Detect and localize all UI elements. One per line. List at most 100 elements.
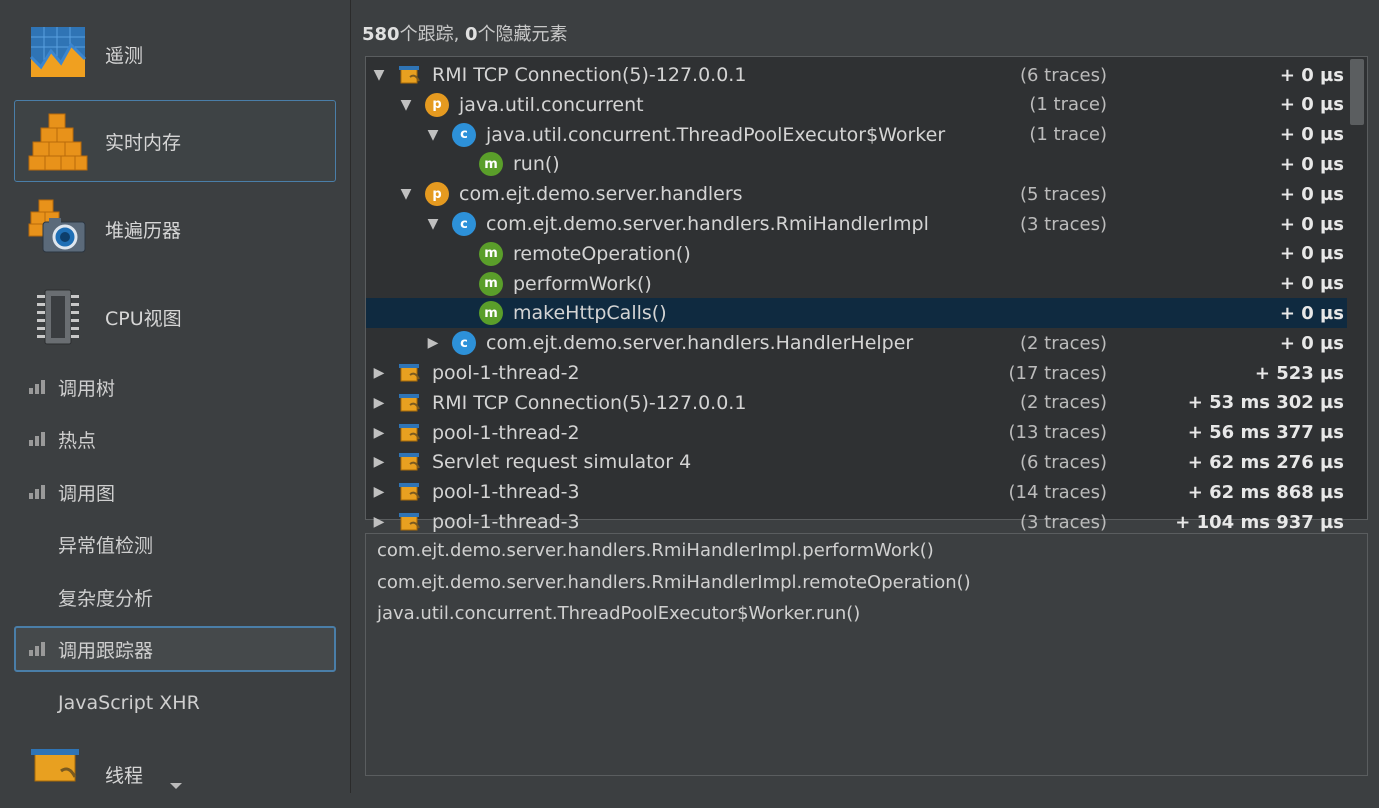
collapse-arrow-icon[interactable]: ▼ [427,126,439,143]
sidebar-item-complexity-analysis[interactable]: 复杂度分析 [14,574,336,620]
tree-row-label: run() [513,153,560,176]
sidebar-item-label: 调用图 [58,482,116,505]
sidebar-item-label: 遥测 [105,44,144,67]
tree-row-time: + 0 µs [1279,243,1344,265]
sidebar-item-javascript-xhr[interactable]: JavaScript XHR [14,680,336,726]
stack-line: java.util.concurrent.ThreadPoolExecutor$… [377,603,861,624]
sidebar-item-call-tracer[interactable]: 调用跟踪器 [14,626,336,672]
collapse-arrow-icon[interactable]: ▼ [400,186,412,203]
tree-row-label: makeHttpCalls() [513,302,667,325]
thread-icon [398,450,422,474]
tree-row[interactable]: ▶ c com.ejt.demo.server.handlers.HandlerHe… [366,328,1348,358]
thread-icon [398,63,422,87]
tree-row-time: + 0 µs [1279,332,1344,354]
tree-row-label: RMI TCP Connection(5)-127.0.0.1 [432,64,747,86]
package-icon: p [425,182,449,207]
thread-icon [398,480,422,504]
tree-row-trace-count: (2 traces) [1019,332,1107,354]
thread-icon [398,361,422,385]
package-icon: p [425,92,449,117]
tree-vertical-scrollbar[interactable] [1347,57,1367,519]
expand-arrow-icon[interactable]: ▶ [373,514,385,530]
trace-summary: 580个跟踪, 0个隐藏元素 [362,20,568,46]
sidebar-item-cpu-views[interactable]: CPU视图 [14,276,336,358]
tree-row-trace-count: (6 traces) [1019,64,1107,86]
tree-row-label: com.ejt.demo.server.handlers.RmiHandlerI… [486,213,929,235]
sidebar-item-label: 异常值检测 [58,534,154,557]
tree-row-time: + 56 ms 377 µs [1187,422,1344,444]
sidebar-item-call-tree[interactable]: 调用树 [14,364,336,410]
trace-count-text: 个跟踪, [399,24,466,45]
tree-row-trace-count: (17 traces) [1008,362,1107,384]
tree-row-label: performWork() [513,272,652,295]
tree-row[interactable]: ▶ pool-1-thread-2 (17 traces) + 523 µs [366,358,1348,388]
tree-row-label: RMI TCP Connection(5)-127.0.0.1 [432,391,747,414]
tree-row-label: java.util.concurrent.ThreadPoolExecutor$… [486,123,946,146]
expand-arrow-icon[interactable]: ▶ [373,394,385,411]
tree-row[interactable]: ▼ c java.util.concurrent.ThreadPoolExecuto… [366,120,1348,150]
collapse-arrow-icon[interactable]: ▼ [427,216,439,232]
heap-walker-icon [27,198,89,260]
bar-chart-icon [28,483,48,501]
cpu-chip-icon [27,286,89,348]
sidebar-item-outlier-detection[interactable]: 异常值检测 [14,521,336,567]
tree-row-trace-count: (3 traces) [1019,511,1107,533]
thread-icon [398,391,422,415]
tree-row-time: + 62 ms 868 µs [1187,481,1344,503]
expand-arrow-icon[interactable]: ▶ [373,484,385,501]
method-icon: m [479,271,503,296]
bar-chart-icon [28,640,48,658]
tree-row-label: java.util.concurrent [459,93,644,116]
tree-row-time: + 53 ms 302 µs [1187,392,1344,414]
tree-row-label: Servlet request simulator 4 [432,451,692,474]
sidebar-item-label: CPU视图 [105,307,182,330]
sidebar-scroll-down-icon[interactable] [170,783,182,789]
sidebar-item-call-graph[interactable]: 调用图 [14,469,336,515]
threads-icon [27,747,89,787]
tree-row-time: + 523 µs [1254,362,1344,384]
tree-row-trace-count: (13 traces) [1008,422,1107,444]
tree-row[interactable]: ▶RMI TCP Connection(5)-127.0.0.1(2 trace… [366,388,1348,418]
tree-row[interactable]: ▶pool-1-thread-3(3 traces)+ 104 ms 937 µ… [366,507,1348,537]
sidebar-item-hot-spots[interactable]: 热点 [14,416,336,462]
expand-arrow-icon[interactable]: ▶ [427,335,439,352]
method-icon: m [479,152,503,177]
sidebar-item-label: 实时内存 [105,131,182,154]
tree-row-trace-count: (5 traces) [1019,183,1107,205]
tree-row-trace-count: (6 traces) [1019,451,1107,473]
tree-row-label: com.ejt.demo.server.handlers.HandlerHelp… [486,332,914,355]
tree-row[interactable]: ▶pool-1-thread-2(13 traces)+ 56 ms 377 µ… [366,418,1348,448]
sidebar-item-live-memory[interactable]: 实时内存 [14,100,336,182]
trace-tree[interactable]: ▼ RMI TCP Connection(5)-127.0.0.1 (6 trace… [365,56,1368,533]
expand-arrow-icon[interactable]: ▶ [373,424,385,441]
tree-row[interactable]: ▶pool-1-thread-3(14 traces)+ 62 ms 868 µ… [366,477,1348,507]
collapse-arrow-icon[interactable]: ▼ [400,96,412,113]
sidebar-item-telemetry[interactable]: 遥测 [14,13,336,95]
sidebar-item-threads[interactable]: 线程 [14,738,336,808]
tree-row-label: pool-1-thread-2 [432,362,580,384]
class-icon: c [452,331,476,356]
tree-row-time: + 0 µs [1279,124,1344,146]
tree-row-time: + 0 µs [1279,302,1344,324]
expand-arrow-icon[interactable]: ▶ [373,454,385,471]
class-icon: c [452,122,476,147]
tree-row-label: remoteOperation() [513,242,691,265]
stack-line: com.ejt.demo.server.handlers.RmiHandlerI… [377,540,934,561]
tree-row-trace-count: (1 trace) [1029,124,1107,146]
tree-row[interactable]: ▼ RMI TCP Connection(5)-127.0.0.1 (6 trace… [366,60,1348,90]
tree-row-time: + 0 µs [1279,94,1344,116]
tree-row-time: + 104 ms 937 µs [1175,511,1344,533]
tree-row[interactable]: ▶Servlet request simulator 4(6 traces)+ … [366,447,1348,477]
bar-chart-icon [28,430,48,448]
sidebar-item-heap-walker[interactable]: 堆遍历器 [14,188,336,270]
collapse-arrow-icon[interactable]: ▼ [373,67,385,83]
scrollbar-thumb[interactable] [1350,59,1364,125]
expand-arrow-icon[interactable]: ▶ [373,365,385,381]
